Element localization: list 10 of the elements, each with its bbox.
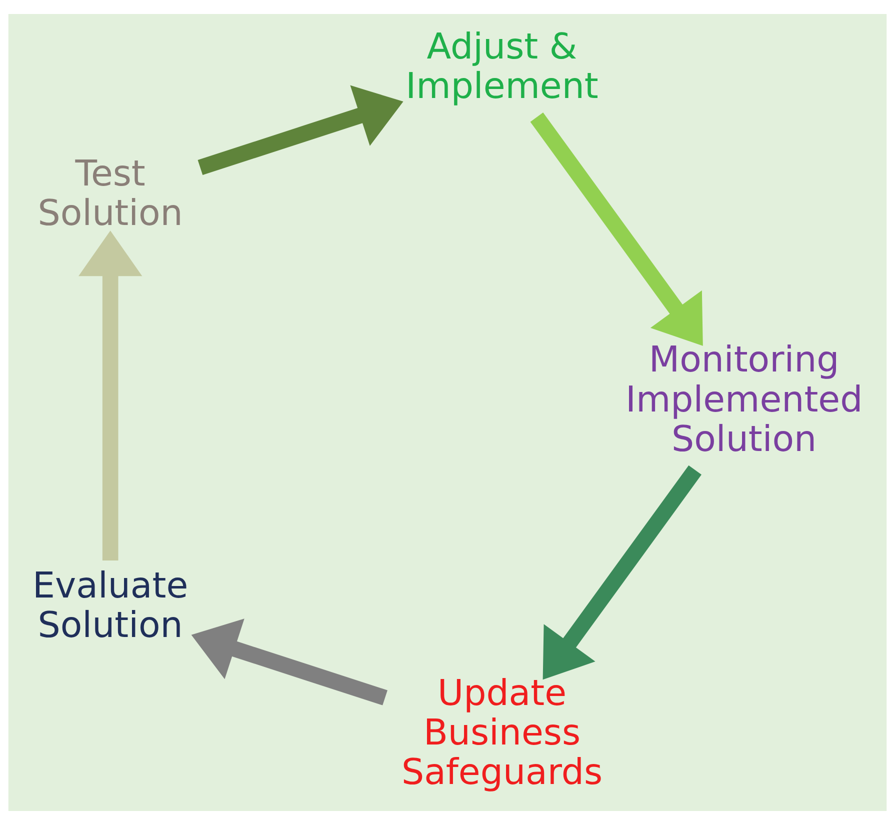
node-text: Update Business Safeguards — [401, 672, 603, 794]
arrow — [530, 112, 703, 346]
node-text: Monitoring Implemented Solution — [625, 340, 863, 460]
arrow — [542, 465, 702, 680]
arrow — [198, 85, 404, 176]
arrow — [78, 230, 142, 560]
node-text: Adjust & Implement — [406, 26, 598, 107]
arrow — [191, 618, 388, 706]
node-text: Test Solution — [38, 154, 183, 234]
node-text: Evaluate Solution — [32, 565, 188, 646]
